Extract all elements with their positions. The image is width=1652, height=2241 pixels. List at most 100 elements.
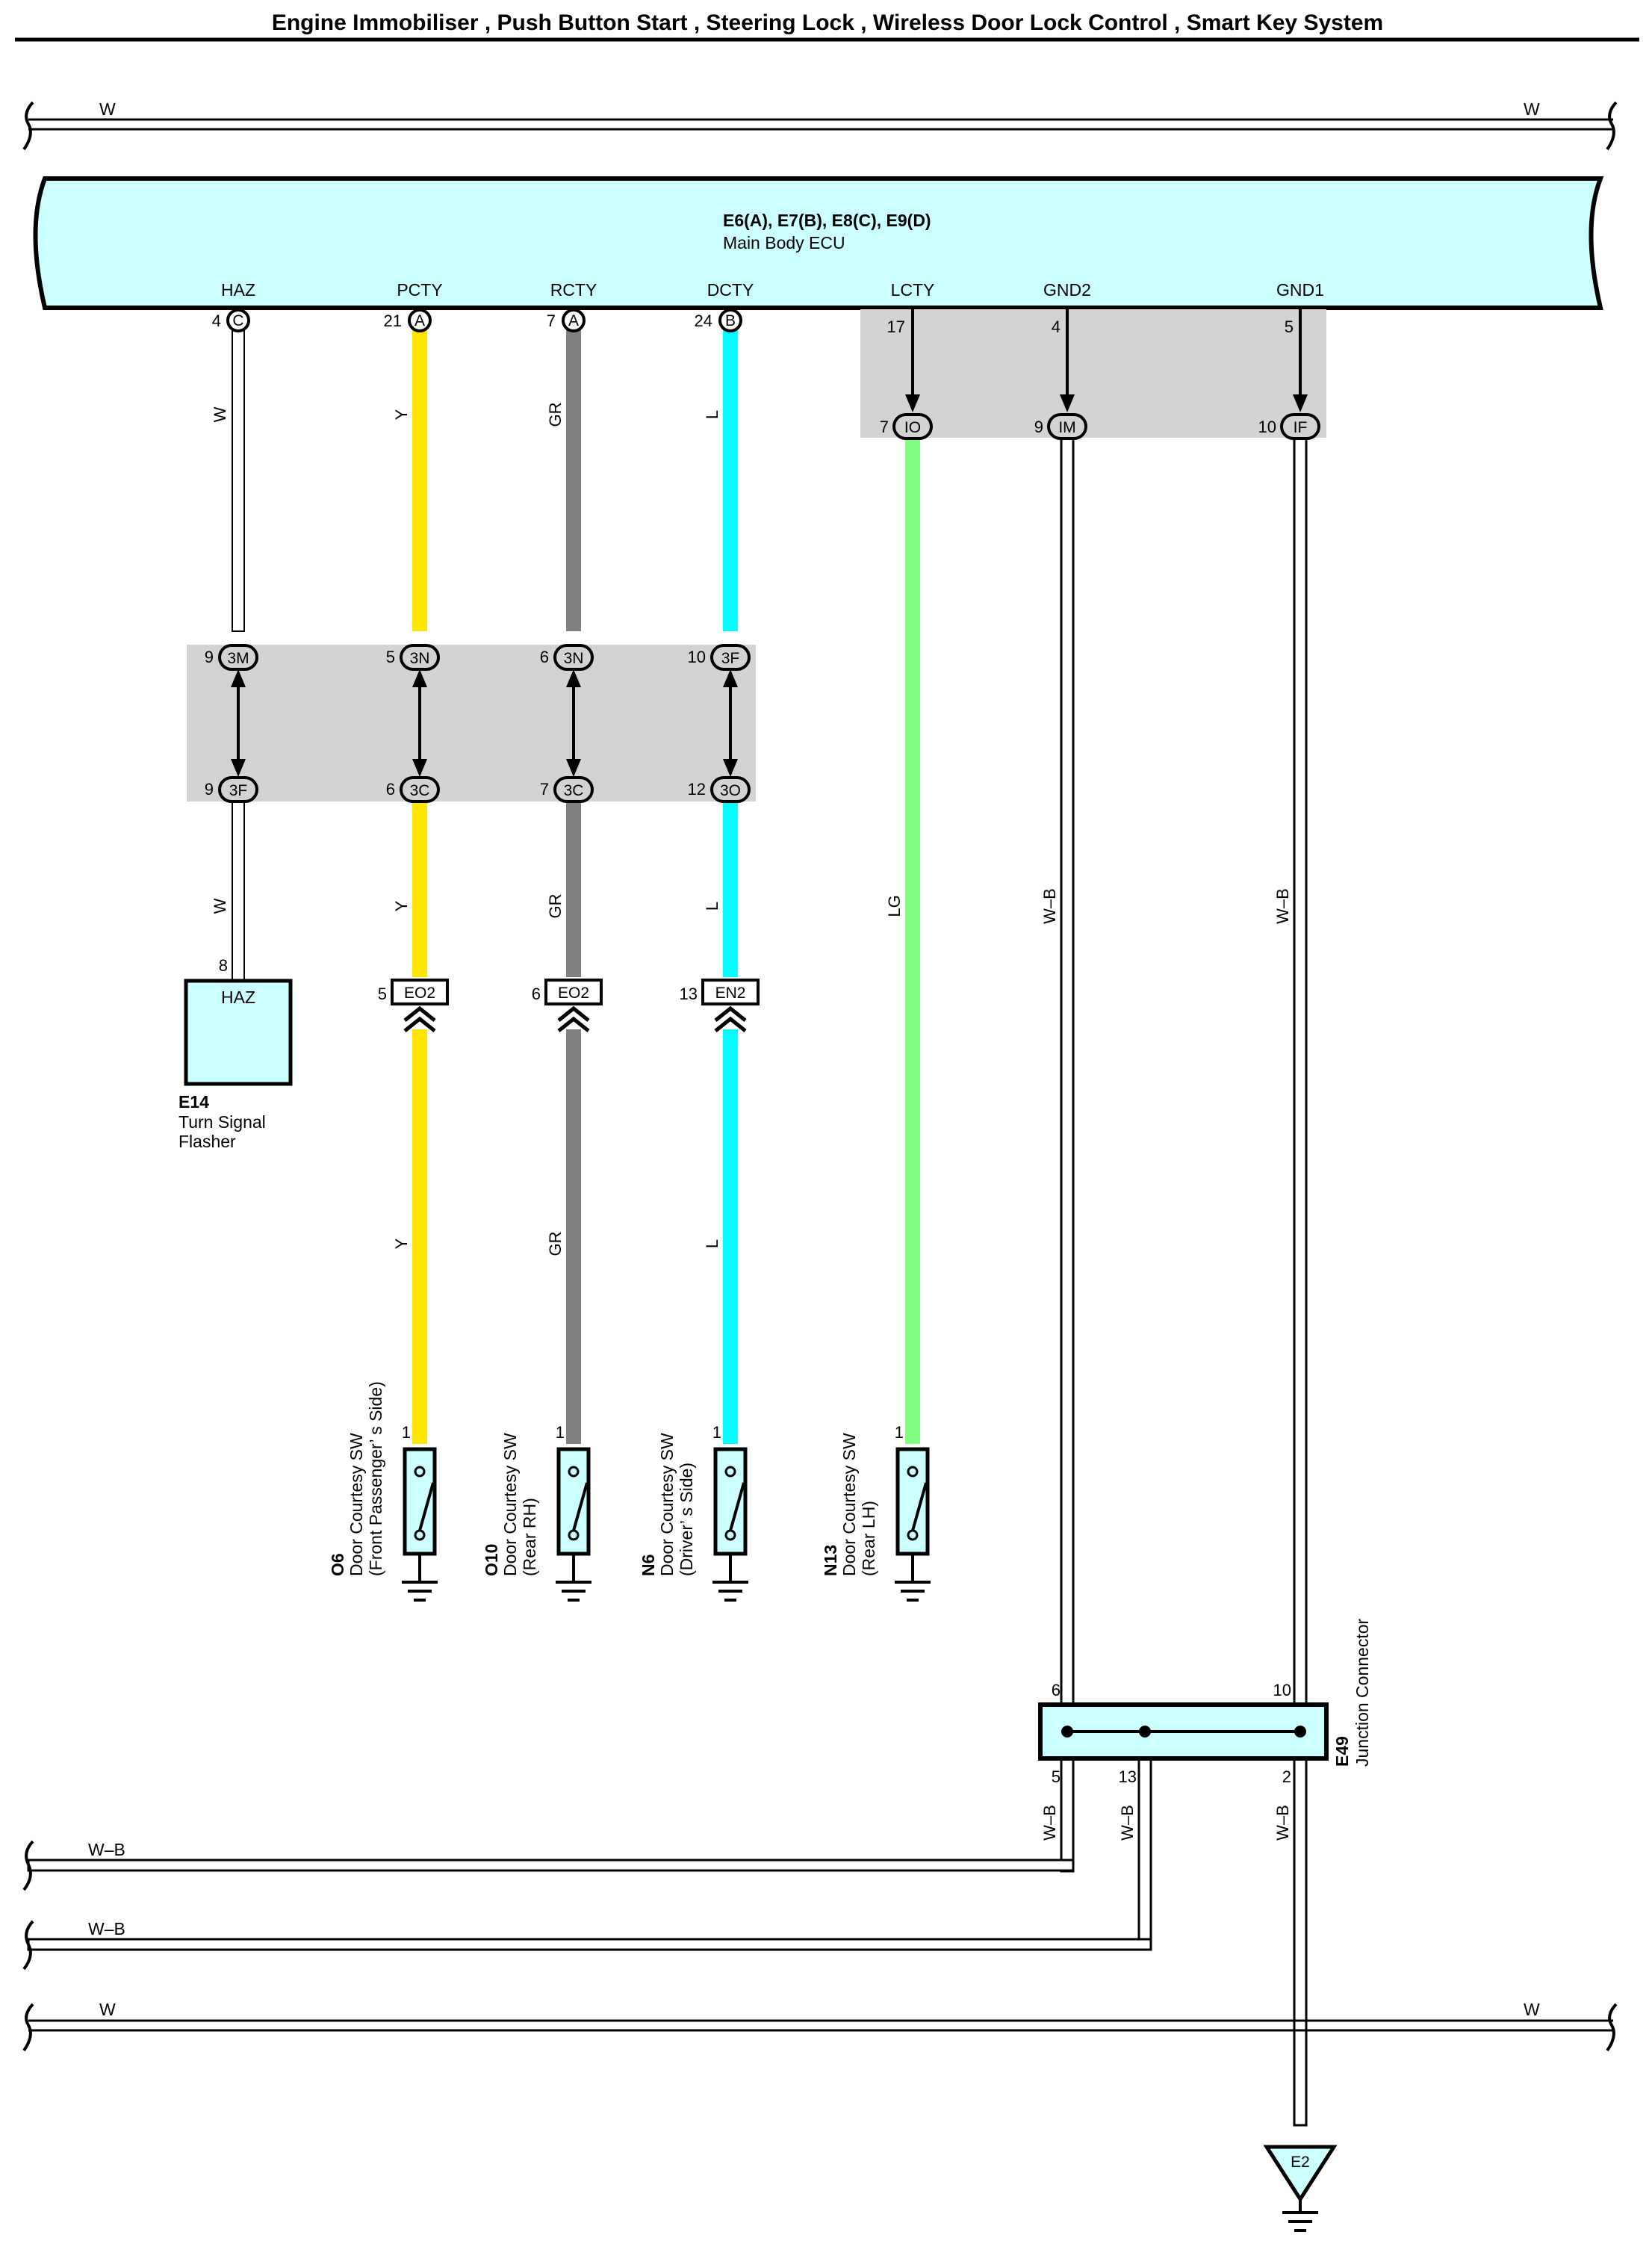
- svg-text:(Driver’ s Side): (Driver’ s Side): [677, 1463, 696, 1576]
- svg-text:GR: GR: [546, 403, 565, 427]
- svg-text:5: 5: [1052, 1767, 1061, 1786]
- svg-text:EO2: EO2: [404, 985, 435, 1002]
- svg-text:W–B: W–B: [88, 1919, 125, 1938]
- junction-column-4: 10 3F 12 3O: [688, 644, 751, 803]
- svg-text:Y: Y: [392, 900, 411, 911]
- internal-arrows: 17 4 5: [887, 309, 1308, 412]
- svg-text:A: A: [414, 312, 425, 329]
- terminal-rcty-name: RCTY: [550, 280, 597, 300]
- svg-text:Turn Signal: Turn Signal: [178, 1112, 266, 1132]
- pin-gnd2: 4: [1052, 317, 1061, 336]
- wire-rcty: [566, 329, 581, 1444]
- svg-text:7: 7: [880, 418, 889, 436]
- svg-text:L: L: [703, 902, 721, 911]
- svg-text:Flasher: Flasher: [178, 1132, 236, 1151]
- svg-text:HAZ: HAZ: [221, 988, 255, 1007]
- junction-connector-e49: 6 10 5 13 2 E49 Junction Connector W–B W…: [1038, 1618, 1372, 1841]
- svg-text:13: 13: [1119, 1767, 1137, 1786]
- svg-text:Junction Connector: Junction Connector: [1353, 1618, 1372, 1767]
- terminal-pcty-name: PCTY: [397, 280, 442, 300]
- terminal-haz-name: HAZ: [221, 280, 255, 300]
- svg-text:W–B: W–B: [1040, 888, 1059, 924]
- svg-text:O10: O10: [482, 1544, 501, 1576]
- svg-text:E2: E2: [1291, 2154, 1310, 2171]
- terminal-lcty-name: LCTY: [891, 280, 935, 300]
- ground-point-e2: E2: [1263, 2145, 1338, 2232]
- svg-text:W–B: W–B: [1273, 888, 1292, 924]
- inline-connector-1: 5 EO2: [378, 979, 449, 1032]
- inline-connector-3: 13 EN2: [680, 979, 760, 1032]
- wire-lcty: [905, 437, 920, 1444]
- svg-text:E49: E49: [1332, 1736, 1352, 1767]
- svg-text:1: 1: [402, 1423, 411, 1442]
- inline-connector-2: 6 EO2: [532, 979, 603, 1032]
- svg-text:9: 9: [1034, 418, 1043, 436]
- terminal-dcty-name: DCTY: [707, 280, 754, 300]
- ecu-terminal-haz: 4 C: [212, 309, 250, 332]
- svg-text:6: 6: [1052, 1681, 1061, 1699]
- svg-text:Y: Y: [392, 409, 411, 420]
- svg-text:2: 2: [1282, 1767, 1291, 1786]
- svg-text:6: 6: [386, 780, 395, 799]
- svg-text:W–B: W–B: [1273, 1805, 1292, 1841]
- main-body-ecu: E6(A), E7(B), E8(C), E9(D) Main Body ECU…: [33, 176, 1604, 310]
- junction-block-area: [187, 645, 756, 802]
- wire-pcty: [412, 329, 427, 1444]
- svg-text:3N: 3N: [410, 650, 430, 667]
- svg-text:5: 5: [378, 985, 387, 1003]
- junction-column-1: 9 3M 9 3F: [205, 644, 258, 803]
- svg-text:(Rear RH): (Rear RH): [520, 1498, 539, 1576]
- svg-text:3O: 3O: [720, 782, 741, 799]
- svg-text:E14: E14: [178, 1092, 209, 1112]
- top-w-bus: W W: [22, 99, 1618, 151]
- svg-text:W–B: W–B: [1118, 1805, 1137, 1841]
- svg-text:W: W: [1524, 2000, 1540, 2019]
- terminal-gnd2-name: GND2: [1043, 280, 1091, 300]
- turn-signal-flasher: 8 HAZ E14 Turn Signal Flasher: [178, 956, 293, 1151]
- pin-haz: 4: [212, 311, 221, 330]
- svg-text:Door Courtesy SW: Door Courtesy SW: [347, 1433, 366, 1576]
- svg-text:13: 13: [680, 985, 698, 1003]
- svg-text:1: 1: [712, 1423, 721, 1442]
- svg-text:O6: O6: [328, 1553, 347, 1576]
- page-title: Engine Immobiliser , Push Button Start ,…: [272, 10, 1383, 35]
- wire-dcty: [723, 329, 738, 1444]
- svg-text:6: 6: [540, 648, 549, 666]
- svg-text:IF: IF: [1294, 419, 1308, 436]
- svg-text:(Rear LH): (Rear LH): [859, 1501, 878, 1576]
- svg-text:LG: LG: [885, 895, 904, 917]
- junction-column-3: 6 3N 7 3C: [540, 644, 594, 803]
- svg-text:6: 6: [532, 985, 541, 1003]
- svg-text:5: 5: [386, 648, 395, 666]
- svg-text:L: L: [703, 1239, 721, 1248]
- svg-text:N6: N6: [639, 1555, 658, 1576]
- svg-text:GR: GR: [546, 894, 565, 919]
- svg-text:1: 1: [895, 1423, 904, 1442]
- pin-pcty: 21: [384, 311, 402, 330]
- svg-text:8: 8: [219, 956, 228, 975]
- wire-color-labels: W Y GR L W Y GR L LG W–B W–B Y GR L: [211, 403, 1292, 1256]
- ecu-terminal-rcty: 7 A: [547, 309, 586, 332]
- top-bus-left-label: W: [99, 99, 116, 119]
- terminal-gnd1-name: GND1: [1276, 280, 1324, 300]
- wire-gnd1: [1293, 436, 1308, 2127]
- ground-wiring: W–B W–B W W: [22, 1758, 1618, 2052]
- svg-text:9: 9: [205, 648, 214, 666]
- svg-text:B: B: [725, 312, 736, 329]
- wire-gnd2: [1060, 436, 1075, 1706]
- svg-text:3M: 3M: [227, 650, 249, 667]
- svg-text:3C: 3C: [564, 782, 584, 799]
- svg-text:3F: 3F: [721, 650, 740, 667]
- svg-text:9: 9: [205, 780, 214, 799]
- svg-text:10: 10: [1258, 418, 1276, 436]
- svg-text:W: W: [99, 2000, 116, 2019]
- svg-text:W–B: W–B: [1040, 1805, 1059, 1841]
- svg-text:W: W: [211, 406, 229, 422]
- svg-text:IO: IO: [904, 419, 921, 436]
- svg-text:3F: 3F: [229, 782, 248, 799]
- svg-text:3N: 3N: [564, 650, 584, 667]
- svg-text:EN2: EN2: [715, 985, 746, 1002]
- top-bus-right-label: W: [1524, 99, 1540, 119]
- svg-text:10: 10: [688, 648, 706, 666]
- switch-o10: 1 O10 Door Courtesy SW (Rear RH): [482, 1423, 591, 1602]
